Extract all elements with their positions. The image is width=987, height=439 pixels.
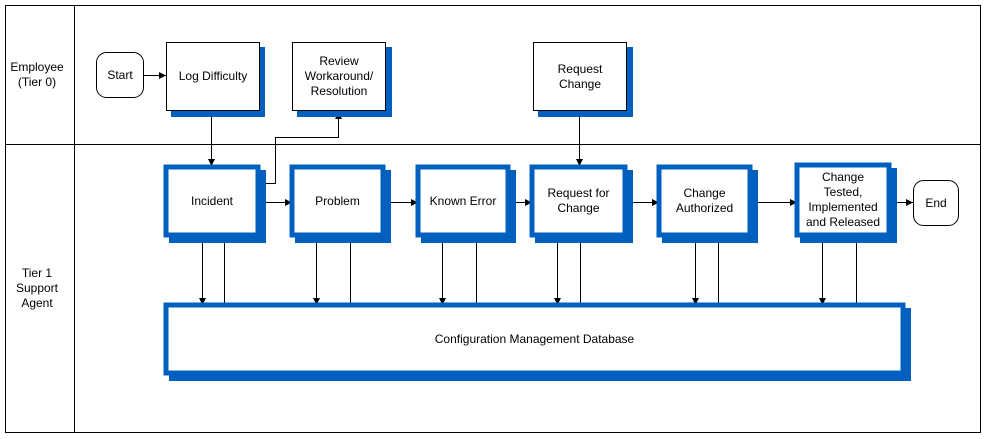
node-tested-shape	[794, 162, 897, 243]
lane-label-tier1: Tier 1 Support Agent	[15, 266, 59, 310]
node-change-authorized: Change Authorized	[675, 186, 734, 215]
node-authorized-shape	[656, 164, 758, 243]
node-start: Start	[107, 67, 133, 82]
node-reqchange-shape	[533, 42, 633, 117]
node-incident: Incident	[190, 193, 234, 208]
node-log-shape	[166, 42, 265, 117]
node-log-difficulty: Log Difficulty	[178, 69, 248, 83]
node-end: End	[925, 195, 947, 210]
node-review-workaround: Review Workaround/ Resolution	[304, 54, 374, 98]
node-request-for-change: Request for Change	[547, 186, 610, 215]
node-cmdb: Configuration Management Database	[434, 331, 635, 346]
node-end-shape	[913, 180, 959, 226]
node-request-change-employee: Request Change	[557, 61, 603, 91]
swimlane-frame	[5, 5, 981, 433]
node-problem-shape	[289, 164, 391, 243]
node-rfc-shape	[529, 164, 633, 243]
node-start-shape	[96, 52, 144, 98]
node-cmdb-shape	[163, 302, 911, 381]
node-known-error: Known Error	[429, 193, 497, 208]
node-problem: Problem	[315, 193, 360, 208]
node-knownerror-shape	[415, 164, 516, 243]
node-review-shape	[292, 42, 392, 117]
node-incident-shape	[163, 164, 266, 243]
edge-incident-review	[259, 112, 342, 184]
node-change-tested: Change Tested, Implemented and Released	[805, 170, 881, 229]
lane-label-employee: Employee (Tier 0)	[10, 60, 64, 89]
